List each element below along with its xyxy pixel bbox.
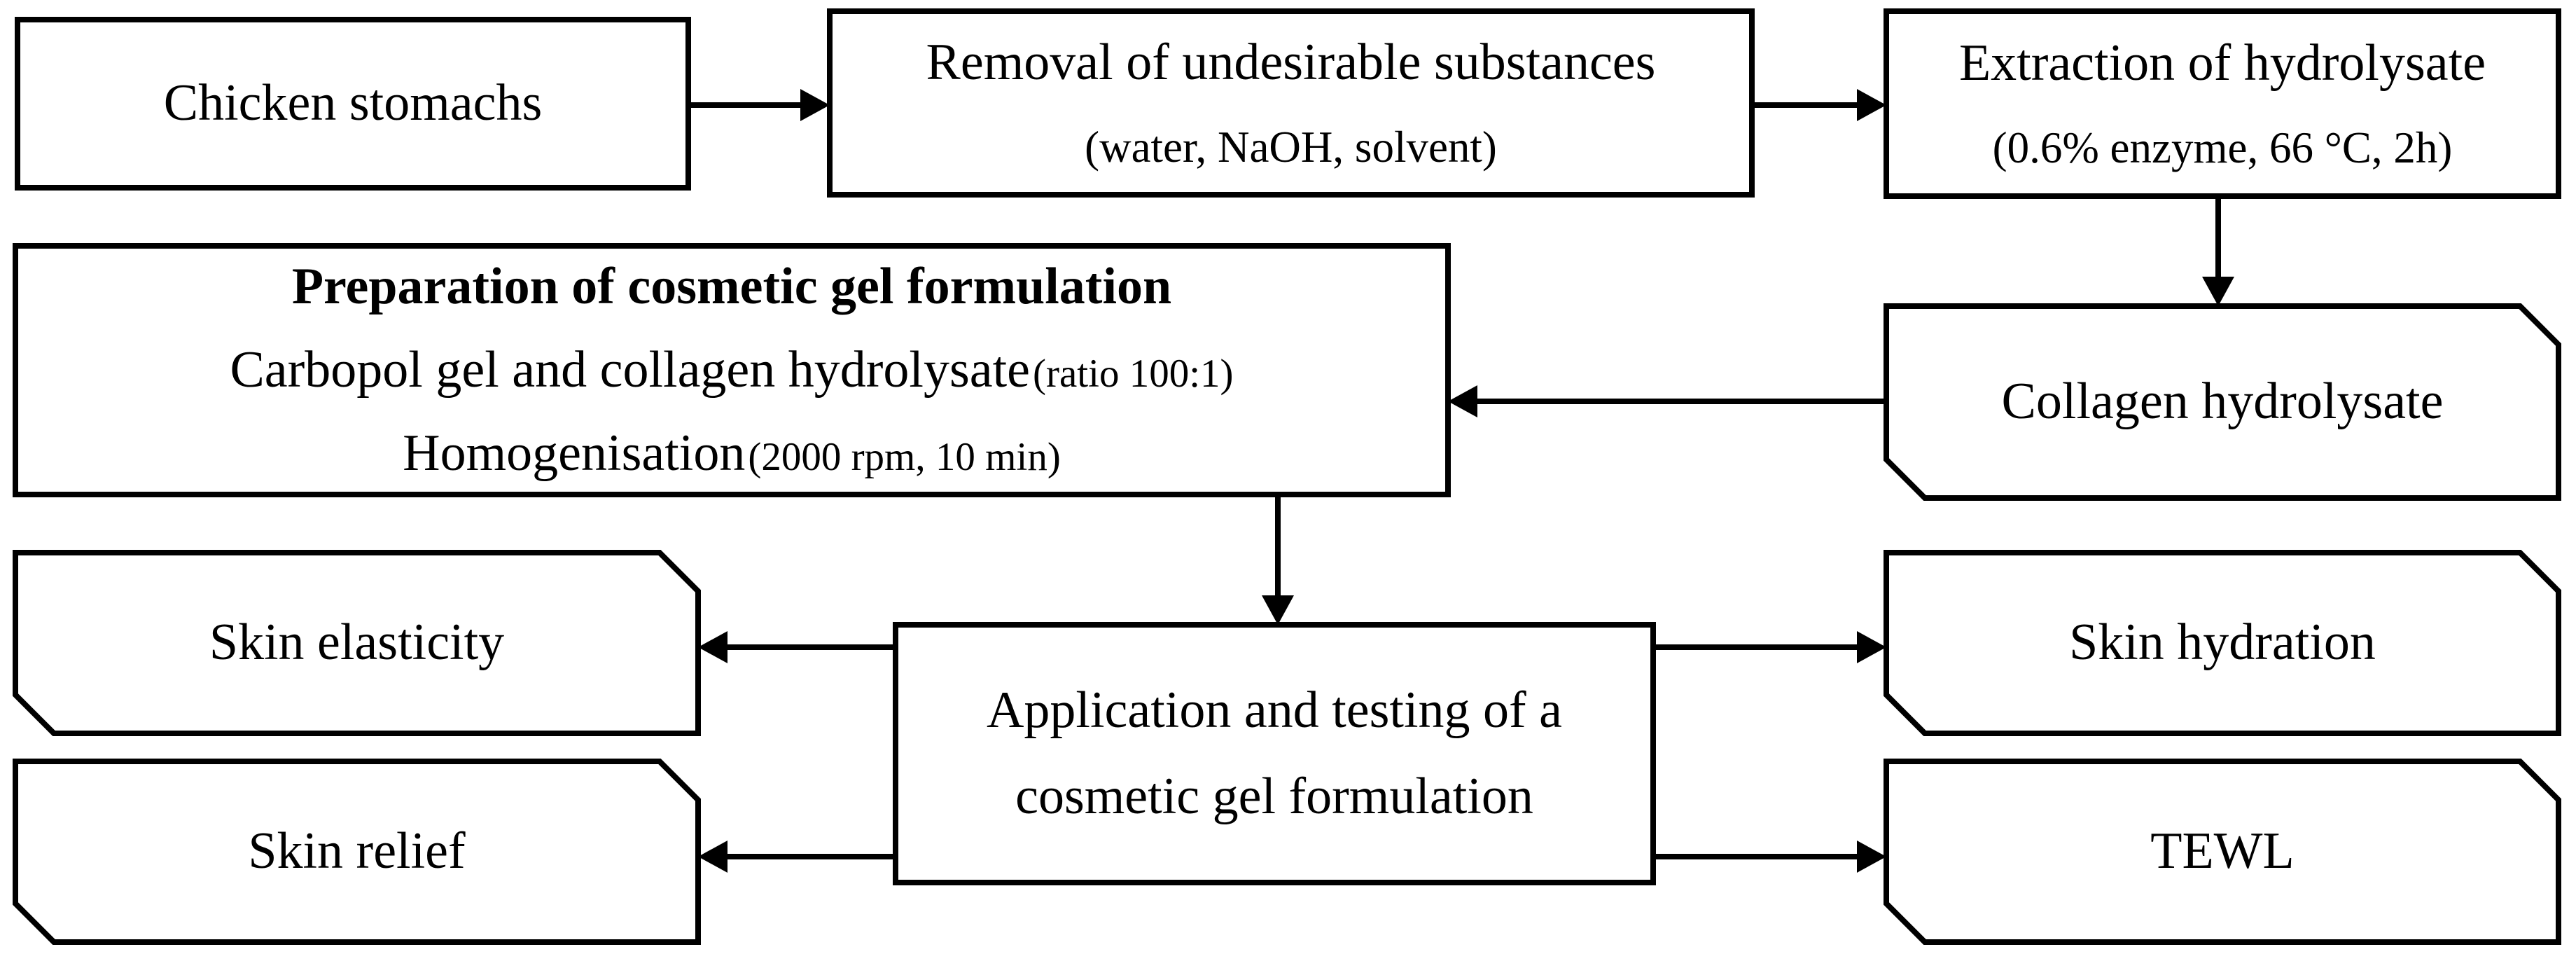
- collagen-hydrolysate-box: [1884, 303, 2561, 501]
- arrow-application-to-hydration-head: [1857, 631, 1886, 663]
- preparation-node: Preparation of cosmetic gel formulation …: [15, 246, 1448, 495]
- preparation-box: [13, 243, 1451, 497]
- skin-elasticity-box: [13, 550, 701, 736]
- preparation-line2: Carbopol gel and collagen hydrolysate (r…: [230, 340, 1233, 400]
- application-line1: Application and testing of a: [986, 681, 1563, 739]
- arrow-chicken-to-removal-head: [800, 89, 830, 121]
- collagen-hydrolysate-label: Collagen hydrolysate: [2001, 373, 2444, 431]
- removal-node: Removal of undesirable substances (water…: [830, 11, 1752, 195]
- tewl-node: TEWL: [1886, 761, 2558, 942]
- preparation-title: Preparation of cosmetic gel formulation: [291, 257, 1172, 315]
- arrow-collagen-to-preparation-head: [1448, 385, 1477, 417]
- extraction-node: Extraction of hydrolysate (0.6% enzyme, …: [1886, 11, 2558, 196]
- arrow-application-to-tewl-head: [1857, 841, 1886, 873]
- skin-elasticity-label: Skin elasticity: [209, 614, 505, 672]
- extraction-box: [1884, 8, 2561, 199]
- preparation-line3-main: Homogenisation: [403, 424, 746, 483]
- skin-hydration-label: Skin hydration: [2069, 614, 2376, 672]
- arrow-preparation-to-application-head: [1262, 595, 1294, 625]
- application-box: [893, 622, 1656, 885]
- preparation-line2-note: (ratio 100:1): [1033, 351, 1234, 396]
- arrow-removal-to-extraction-head: [1857, 89, 1886, 121]
- chicken-stomachs-box: [15, 17, 691, 191]
- tewl-box: [1884, 759, 2561, 945]
- skin-relief-box: [13, 759, 701, 945]
- extraction-subtitle: (0.6% enzyme, 66 °C, 2h): [1992, 123, 2453, 173]
- arrow-application-to-elasticity-head: [698, 631, 727, 663]
- skin-elasticity-node: Skin elasticity: [15, 553, 698, 733]
- arrow-application-to-relief-head: [698, 841, 727, 873]
- application-line2: cosmetic gel formulation: [1015, 768, 1533, 825]
- tewl-label: TEWL: [2150, 822, 2295, 880]
- preparation-line2-main: Carbopol gel and collagen hydrolysate: [230, 340, 1031, 399]
- chicken-stomachs-label: Chicken stomachs: [163, 74, 543, 132]
- skin-relief-node: Skin relief: [15, 761, 698, 942]
- collagen-hydrolysate-node: Collagen hydrolysate: [1886, 306, 2558, 498]
- application-node: Application and testing of a cosmetic ge…: [896, 625, 1653, 883]
- skin-hydration-box: [1884, 550, 2561, 736]
- chicken-stomachs-node: Chicken stomachs: [18, 20, 688, 188]
- removal-box: [827, 8, 1755, 198]
- preparation-line3: Homogenisation (2000 rpm, 10 min): [403, 424, 1061, 483]
- removal-title: Removal of undesirable substances: [926, 34, 1656, 92]
- skin-hydration-node: Skin hydration: [1886, 553, 2558, 733]
- skin-relief-label: Skin relief: [248, 822, 466, 880]
- removal-subtitle: (water, NaOH, solvent): [1085, 123, 1497, 172]
- extraction-title: Extraction of hydrolysate: [1958, 34, 2486, 92]
- preparation-line3-note: (2000 rpm, 10 min): [748, 435, 1061, 480]
- arrow-extraction-to-collagen-head: [2202, 277, 2234, 306]
